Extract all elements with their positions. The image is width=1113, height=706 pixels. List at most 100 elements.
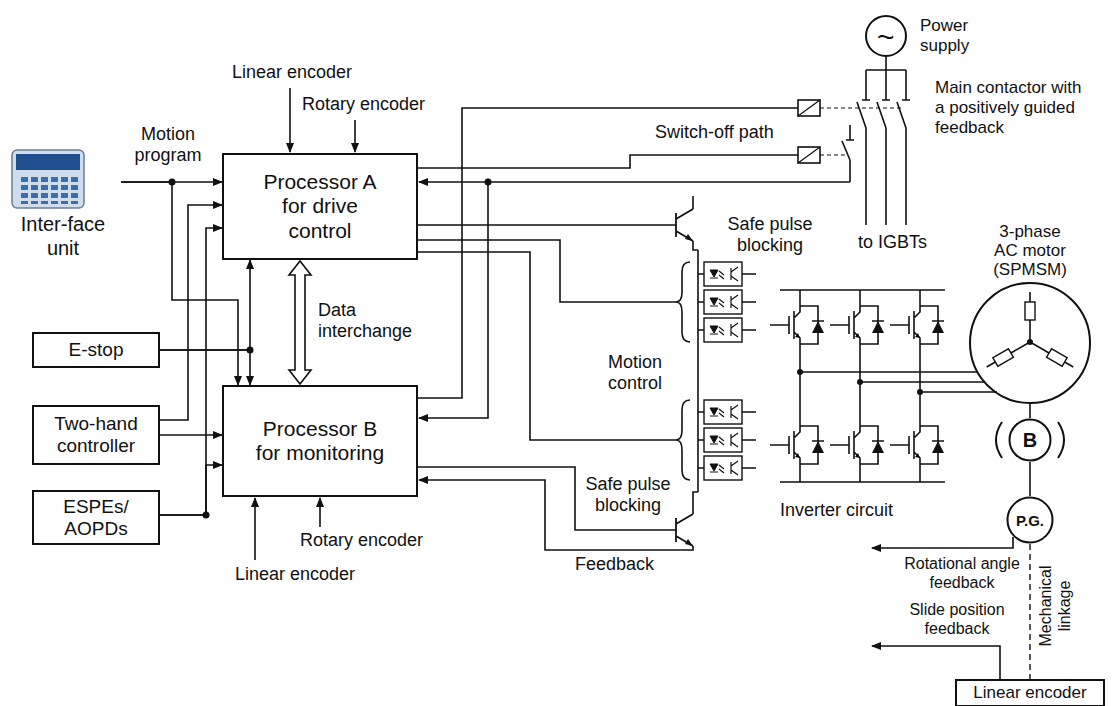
label-box: Rotary encoder xyxy=(302,94,425,115)
motor-circle-outline xyxy=(970,283,1090,403)
interface-buttons xyxy=(18,174,78,204)
igbt xyxy=(840,300,884,350)
connector xyxy=(1029,462,1031,496)
label-box: Safe pulse blocking xyxy=(720,214,820,256)
annotation: Motion control xyxy=(596,352,674,394)
mechanical-linkage-line xyxy=(1029,544,1030,679)
node-label: ESPEs/ AOPDs xyxy=(56,496,136,540)
label-box: to IGBTs xyxy=(858,232,927,253)
igbt xyxy=(900,300,944,350)
encoder-arrow xyxy=(319,498,321,527)
annotation: Main contactor with a positively guided … xyxy=(935,78,1083,138)
input-box: Two-hand controller xyxy=(32,405,160,465)
supply-circle-outline xyxy=(866,16,906,56)
annotation: Feedback xyxy=(575,554,654,575)
label-box: Rotary encoder xyxy=(300,530,423,551)
annotation: Safe pulse blocking xyxy=(720,214,820,256)
connector xyxy=(160,434,222,436)
inverter-bus xyxy=(770,290,997,482)
label-box: Linear encoder xyxy=(232,62,352,83)
optocoupler xyxy=(704,290,742,314)
edge-label: Motion program xyxy=(128,124,208,166)
label-box: Feedback xyxy=(575,554,654,575)
connector xyxy=(160,228,222,515)
transistor xyxy=(676,209,693,241)
annotation: Mechanical linkage xyxy=(1035,559,1073,654)
connector xyxy=(160,205,222,420)
input-box: E-stop xyxy=(32,332,160,368)
input-box: ESPEs/ AOPDs xyxy=(32,490,160,545)
edge-label-text: Motion program xyxy=(128,124,208,166)
processor-box: Processor B for monitoring xyxy=(222,385,418,497)
ac-symbol: ~ xyxy=(877,19,895,54)
connector xyxy=(160,465,222,515)
junction-dot xyxy=(797,369,803,375)
node-label: E-stop xyxy=(69,339,124,361)
motor-winding xyxy=(1025,292,1035,342)
node-label: Linear encoder xyxy=(973,683,1086,703)
annotation: Safe pulse blocking xyxy=(578,474,678,516)
label-box: Slide position feedback xyxy=(898,600,1016,638)
contactor-feedback-wire xyxy=(419,182,488,418)
label-box: Main contactor with a positively guided … xyxy=(935,78,1083,138)
label-box: Rotational angle feedback xyxy=(898,554,1026,592)
igbt xyxy=(780,300,824,350)
interface-screen xyxy=(16,154,80,170)
label-box: Linear encoder xyxy=(235,564,355,585)
node-label: Processor A for drive control xyxy=(250,170,390,242)
encoder-arrow xyxy=(289,88,291,152)
junction-dot xyxy=(1027,339,1033,345)
optocoupler xyxy=(704,400,742,424)
junction-dot xyxy=(485,179,492,186)
motor: 3-phase AC motor (SPMSM) xyxy=(965,222,1095,404)
pulse-generator: P.G. xyxy=(1006,496,1054,544)
optocoupler xyxy=(704,456,742,480)
interface-unit: Inter-face unit xyxy=(5,148,121,260)
node-label: B xyxy=(1023,429,1037,452)
feedback-arrow xyxy=(872,537,1013,548)
igbt xyxy=(780,420,824,470)
interface-device xyxy=(12,150,84,208)
node-label: Inter-face unit xyxy=(5,212,121,260)
processor-box: Processor A for drive control xyxy=(222,153,418,260)
transistor xyxy=(676,514,693,546)
optocoupler xyxy=(704,428,742,452)
bracket xyxy=(676,262,690,480)
node-label: Power supply xyxy=(920,16,984,56)
igbt xyxy=(900,420,944,470)
hollow-arrow xyxy=(289,261,311,384)
node-label: P.G. xyxy=(1016,512,1044,529)
connector xyxy=(160,260,250,350)
edge-label-text: Data interchange xyxy=(318,300,430,342)
annotation: Slide position feedback xyxy=(898,600,1016,638)
label-box: Safe pulse blocking xyxy=(578,474,678,516)
annotation: to IGBTs xyxy=(858,232,927,253)
opto-rail xyxy=(698,250,756,492)
label-box: Motion control xyxy=(596,352,674,394)
encoder-arrow xyxy=(254,498,256,560)
optocoupler xyxy=(704,262,742,286)
annotation: Linear encoder xyxy=(232,62,352,83)
junction-dot xyxy=(857,379,863,385)
optocoupler xyxy=(704,318,742,342)
igbt xyxy=(840,420,884,470)
motor-circle xyxy=(965,282,1095,404)
junction-dot xyxy=(917,389,923,395)
node-label: Processor B for monitoring xyxy=(250,417,390,465)
label-box: ~ xyxy=(877,19,895,54)
feedback-arrow xyxy=(872,646,1000,679)
annotation: Switch-off path xyxy=(655,122,774,143)
edge-label: Data interchange xyxy=(318,300,430,342)
node-circle-outline xyxy=(1008,498,1053,543)
node-label: Two-hand controller xyxy=(40,413,152,457)
label-box: Switch-off path xyxy=(655,122,774,143)
node-circle-outline xyxy=(1010,420,1051,461)
encoder-box: Linear encoder xyxy=(955,679,1105,706)
contactor-feedback-wire xyxy=(419,181,850,183)
motor-winding xyxy=(984,338,1032,372)
signal-wires xyxy=(418,108,798,530)
annotation: Rotational angle feedback xyxy=(898,554,1026,592)
motor-winding xyxy=(1028,338,1076,372)
label-box: Inverter circuit xyxy=(780,500,893,521)
